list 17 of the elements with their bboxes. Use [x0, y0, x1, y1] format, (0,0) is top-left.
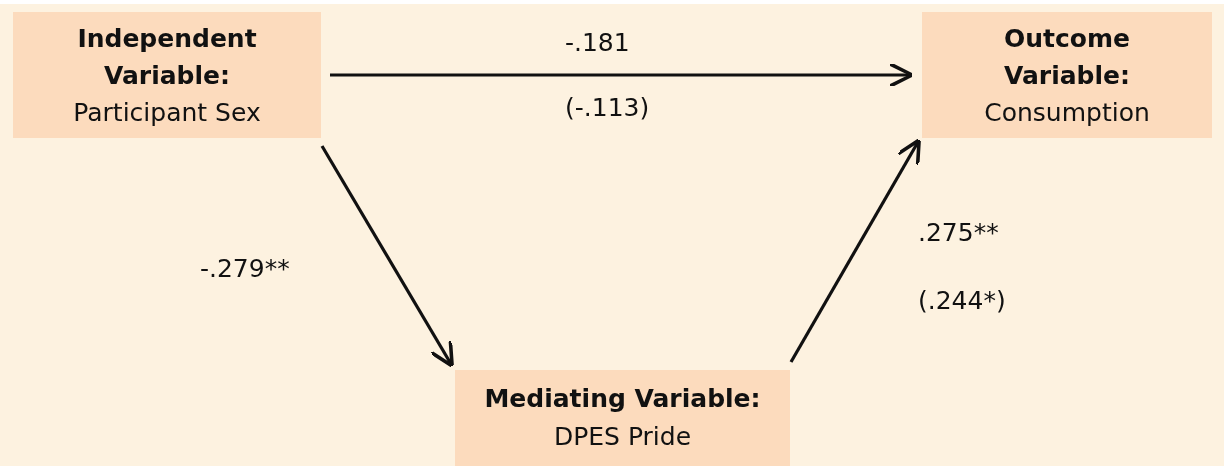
variable-box: [922, 12, 1212, 138]
arrow: [320, 145, 454, 368]
edge-label: -.279**: [200, 254, 290, 283]
box-text: DPES Pride: [553, 421, 692, 453]
coefficient-label: (.244*): [918, 286, 1006, 315]
edge-label: -.181: [565, 28, 630, 57]
box-text: Consumption: [984, 96, 1150, 129]
box-heading: Outcome Variable:: [1002, 22, 1131, 92]
edge-label: .275**: [918, 218, 999, 247]
box-text: Participant Sex: [73, 96, 261, 129]
variable-box: [13, 12, 321, 138]
arrow: [330, 62, 915, 88]
box-heading: Mediating Variable:: [484, 383, 761, 415]
box-heading: Independent Variable:: [76, 22, 258, 92]
coefficient-label: (-.113): [565, 93, 650, 122]
variable-box: [455, 370, 790, 466]
arrow: [789, 138, 921, 363]
